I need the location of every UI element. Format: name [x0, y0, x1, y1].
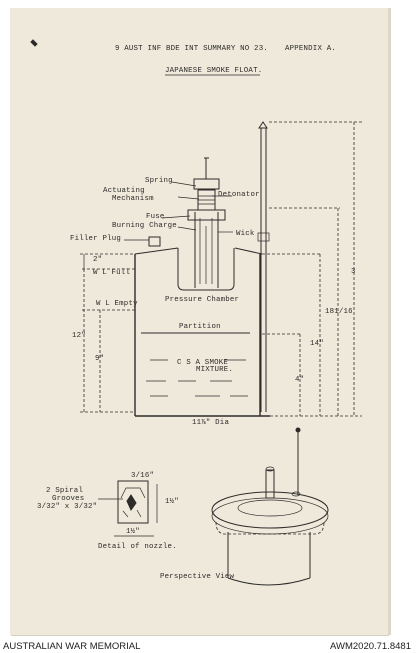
nozzle-groove-2: [122, 509, 142, 518]
dim-label-overall: 3: [351, 268, 356, 276]
label-mechanism: Mechanism: [112, 195, 154, 203]
filler-plug: [148, 236, 161, 247]
label-wick: Wick: [236, 230, 255, 238]
label-wl-empty: W L Empty: [96, 300, 138, 308]
perspective-caption: Perspective View: [160, 573, 235, 581]
footer-bar: AUSTRALIAN WAR MEMORIAL AWM2020.71.8481: [0, 638, 417, 653]
nozzle-dim-bottom-label: 1½": [126, 528, 140, 536]
label-mixture-2: MIXTURE.: [196, 366, 234, 374]
label-filler-plug: Filler Plug: [70, 235, 121, 243]
nozzle-bore: [120, 487, 146, 499]
dim-label-4in: 4": [295, 376, 305, 384]
float-rim-band: [215, 521, 325, 535]
nozzle-label-grooves-2: Grooves: [52, 495, 85, 503]
document-title: JAPANESE SMOKE FLOAT.: [165, 67, 263, 75]
label-detonator: Detonator: [218, 191, 260, 199]
dim-label-diameter: 11⅞" Dia: [192, 419, 230, 427]
leader-burning-charge: [177, 226, 197, 231]
float-lid: [211, 491, 329, 529]
float-lid-inner: [237, 499, 303, 517]
label-spring: Spring: [145, 177, 173, 185]
pressure-chamber-outline: [177, 248, 235, 291]
punch-mark: [30, 39, 38, 47]
float-mast-base: [291, 491, 301, 497]
nozzle-label-grooves-1: 2 Spiral: [46, 487, 84, 495]
label-fuse: Fuse: [146, 213, 165, 221]
dim-label-12in: 12": [72, 332, 86, 340]
appendix-label: APPENDIX A.: [285, 45, 336, 53]
label-wl-full: W L Full: [93, 269, 131, 277]
label-mixture-1: C S A SMOKE: [177, 359, 228, 367]
float-mast-tip: [295, 427, 301, 433]
footer-source: AUSTRALIAN WAR MEMORIAL: [3, 641, 141, 652]
spring-cap: [193, 178, 220, 190]
mast-tip: [258, 121, 268, 129]
canister-top-right: [234, 247, 263, 255]
leader-fuse: [161, 215, 191, 219]
nozzle-dim-top: 3/16": [131, 472, 155, 480]
mast-collar: [257, 232, 270, 242]
label-pressure-chamber: Pressure Chamber: [165, 296, 240, 304]
leader-spring: [171, 181, 197, 187]
nozzle-dim-side-label: 1½": [165, 498, 179, 506]
canister-top-left: [134, 247, 179, 255]
float-nozzle-cap: [265, 466, 275, 472]
header-reference: 9 AUST INF BDE INT SUMMARY NO 23.: [115, 45, 268, 53]
label-partition: Partition: [179, 323, 221, 331]
dim-label-14in: 14": [310, 340, 324, 348]
float-body-bottom: [227, 577, 311, 586]
label-burning-charge: Burning Charge: [112, 222, 177, 230]
nozzle-body: [117, 480, 149, 524]
footer-accession: AWM2020.71.8481: [330, 641, 411, 652]
dim-label-9in: 9": [95, 355, 105, 363]
label-actuating: Actuating: [103, 187, 145, 195]
dim-label-18-1-16: 181/16: [325, 308, 353, 316]
nozzle-caption: Detail of nozzle.: [98, 543, 177, 551]
nozzle-groove-1: [126, 494, 137, 512]
leader-actuating: [177, 196, 200, 200]
document-page: [10, 8, 388, 635]
float-nozzle: [265, 469, 275, 499]
page-edge: [388, 8, 391, 635]
fuse-collar: [187, 209, 226, 221]
nozzle-label-grooves-3: 3/32" x 3/32": [37, 503, 98, 511]
dim-label-2in: 2": [93, 256, 103, 264]
